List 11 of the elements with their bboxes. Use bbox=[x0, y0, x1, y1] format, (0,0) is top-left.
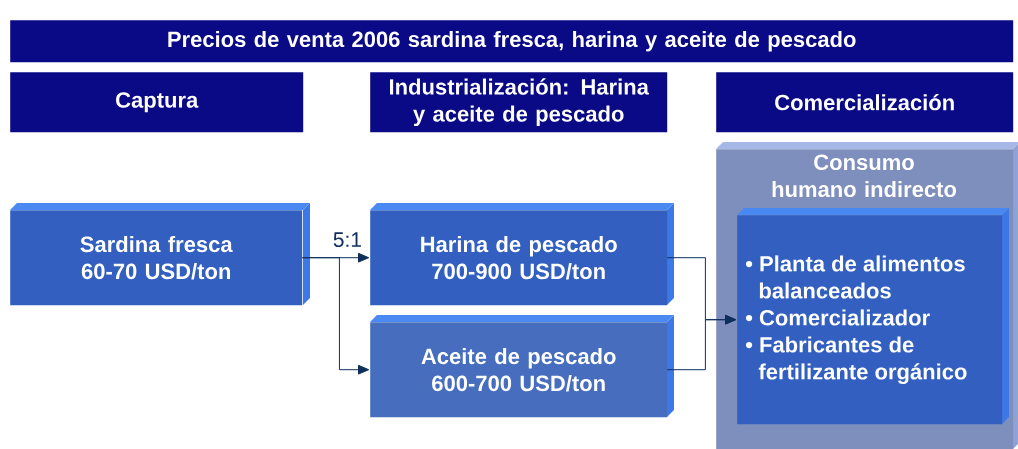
title-band: Precios de venta 2006 sardina fresca, harina y aceite de pescado bbox=[10, 20, 1014, 63]
arrow bbox=[666, 314, 737, 371]
list-box: • Planta de alimentos balanceados • Comercializador • Fabricantes de fertilizante orgánico bbox=[737, 208, 1009, 425]
arrow bbox=[301, 257, 370, 375]
column-header: Captura bbox=[10, 72, 304, 133]
process-box: Sardina fresca 60-70 USD/ton bbox=[10, 203, 310, 306]
process-box: Aceite de pescado 600-700 USD/ton bbox=[370, 315, 674, 418]
column-header: Industrialización: Harina y aceite de pescado bbox=[370, 72, 668, 133]
process-box: Harina de pescado 700-900 USD/ton bbox=[370, 203, 674, 306]
column-header: Comercialización bbox=[716, 72, 1014, 133]
edge-label: 5:1 bbox=[331, 231, 363, 248]
